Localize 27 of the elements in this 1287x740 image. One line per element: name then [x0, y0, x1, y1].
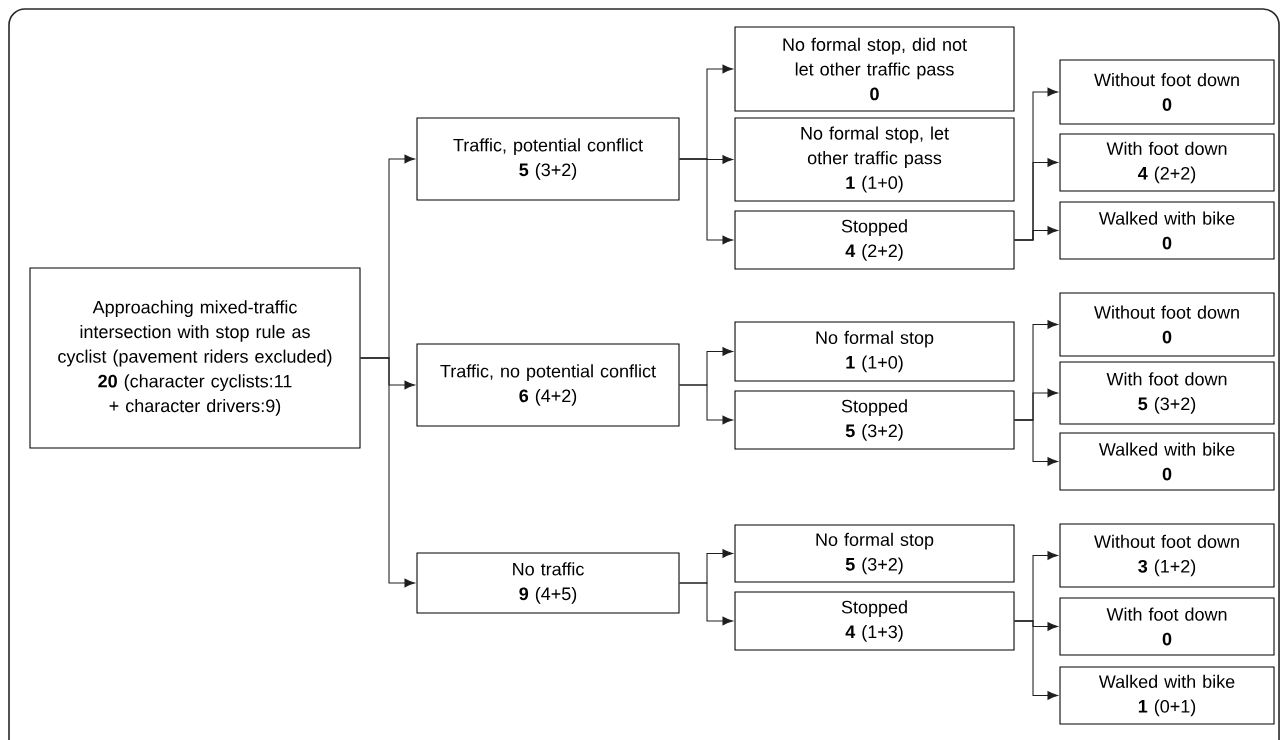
flow-box: Stopped 4 (2+2): [734, 210, 1015, 270]
flow-box: With foot down 5 (3+2): [1059, 361, 1275, 425]
arrow: [679, 384, 733, 425]
flow-box: Stopped 4 (1+3): [734, 591, 1015, 651]
flow-box: Stopped 5 (3+2): [734, 390, 1015, 450]
flow-box: Traffic, no potential conflict 6 (4+2): [416, 343, 680, 427]
flow-box: With foot down 0: [1059, 597, 1275, 656]
flow-box: No formal stop 5 (3+2): [734, 524, 1015, 583]
arrow: [679, 582, 733, 626]
flow-box: Walked with bike 0: [1059, 201, 1275, 260]
flow-box: With foot down 4 (2+2): [1059, 133, 1275, 192]
flow-box: No formal stop, did not let other traffic pass 0: [734, 26, 1015, 112]
arrow: [679, 158, 733, 245]
flow-box: Walked with bike 1 (0+1): [1059, 666, 1275, 725]
flow-box: No formal stop, let other traffic pass 1 (1+0): [734, 117, 1015, 202]
flow-box: Traffic, potential conflict 5 (3+2): [416, 117, 680, 201]
flow-box: Without foot down 3 (1+2): [1059, 523, 1275, 588]
flow-box: Approaching mixed-traffic intersection with stop rule as cyclist (pavement riders excluded) 20 (character cyclists:11 + character drivers:9): [29, 267, 361, 449]
flow-box: Without foot down 0: [1059, 59, 1275, 125]
arrow: [1014, 620, 1058, 700]
flow-box: No formal stop 1 (1+0): [734, 321, 1015, 382]
flow-box: Without foot down 0: [1059, 292, 1275, 357]
flow-box: Walked with bike 0: [1059, 432, 1275, 491]
arrow: [360, 357, 415, 588]
flow-box: No traffic 9 (4+5): [416, 552, 680, 614]
arrow: [1014, 419, 1058, 466]
arrow: [1014, 226, 1058, 241]
